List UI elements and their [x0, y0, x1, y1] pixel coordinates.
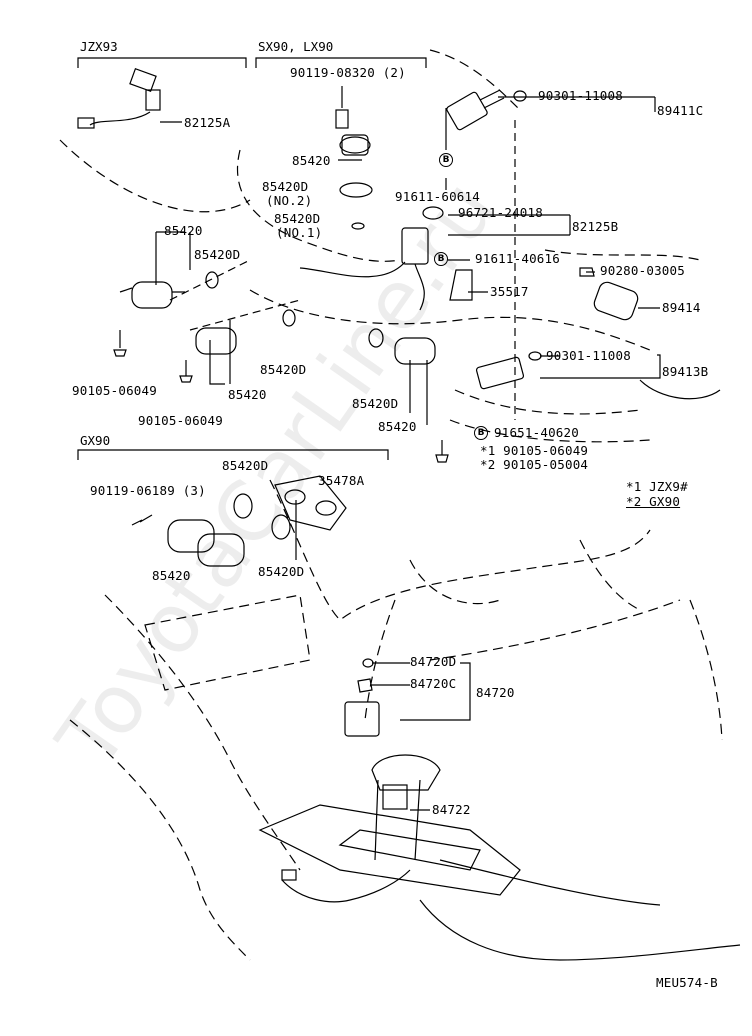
- part-label[interactable]: 82125A: [184, 115, 231, 130]
- part-label[interactable]: *2 90105-05004: [480, 457, 589, 472]
- part-label[interactable]: 85420D: [222, 458, 269, 473]
- part-label[interactable]: 85420: [228, 387, 267, 402]
- part-label[interactable]: 85420: [292, 153, 331, 168]
- part-label[interactable]: 84720C: [410, 676, 457, 691]
- part-label[interactable]: 85420: [152, 568, 191, 583]
- part-label[interactable]: 90119-08320 (2): [290, 65, 406, 80]
- part-label[interactable]: 85420D: [262, 179, 309, 194]
- part-label-note: (NO.2): [266, 193, 313, 208]
- badge-b: B: [439, 153, 453, 167]
- part-label-note: (NO.1): [276, 225, 323, 240]
- badge-b: B: [434, 252, 448, 266]
- part-label[interactable]: 90105-06049: [72, 383, 157, 398]
- diagram-code: MEU574-B: [656, 975, 718, 990]
- part-label[interactable]: 84722: [432, 802, 471, 817]
- legend-note: *2 GX90: [626, 494, 680, 509]
- section-header-jzx93: JZX93: [80, 39, 118, 54]
- part-label[interactable]: 89411C: [657, 103, 704, 118]
- part-label[interactable]: 85420D: [260, 362, 307, 377]
- part-label[interactable]: 85420: [378, 419, 417, 434]
- part-label[interactable]: 85420D: [258, 564, 305, 579]
- legend-text: *2 GX90: [626, 494, 681, 509]
- part-label[interactable]: 91611-60614: [395, 189, 480, 204]
- part-label[interactable]: *1 90105-06049: [480, 443, 589, 458]
- part-label[interactable]: 91611-40616: [475, 251, 560, 266]
- part-label[interactable]: 96721-24018: [458, 205, 543, 220]
- part-label[interactable]: 90280-03005: [600, 263, 685, 278]
- part-label[interactable]: 90301-11008: [538, 88, 623, 103]
- part-label[interactable]: 35478A: [318, 473, 365, 488]
- part-label[interactable]: 85420D: [194, 247, 241, 262]
- part-label[interactable]: 89414: [662, 300, 701, 315]
- badge-b: B: [474, 426, 488, 440]
- part-label[interactable]: 89413B: [662, 364, 709, 379]
- part-label[interactable]: 85420D: [352, 396, 399, 411]
- sx90-bracket: [255, 57, 427, 68]
- part-label[interactable]: 90119-06189 (3): [90, 483, 206, 498]
- part-label[interactable]: 91651-40620: [494, 425, 579, 440]
- part-label[interactable]: 84720D: [410, 654, 457, 669]
- jzx93-bracket: [77, 57, 247, 68]
- part-label[interactable]: 82125B: [572, 219, 619, 234]
- section-header-sx90-lx90: SX90, LX90: [258, 39, 334, 54]
- part-label[interactable]: 85420: [164, 223, 203, 238]
- part-label[interactable]: 84720: [476, 685, 515, 700]
- part-label[interactable]: 85420D: [274, 211, 321, 226]
- part-label[interactable]: 90301-11008: [546, 348, 631, 363]
- gx90-bracket: [77, 449, 389, 460]
- part-label[interactable]: 90105-06049: [138, 413, 223, 428]
- part-label[interactable]: 35517: [490, 284, 529, 299]
- legend-note: *1 JZX9#: [626, 479, 688, 494]
- section-header-gx90: GX90: [80, 433, 111, 448]
